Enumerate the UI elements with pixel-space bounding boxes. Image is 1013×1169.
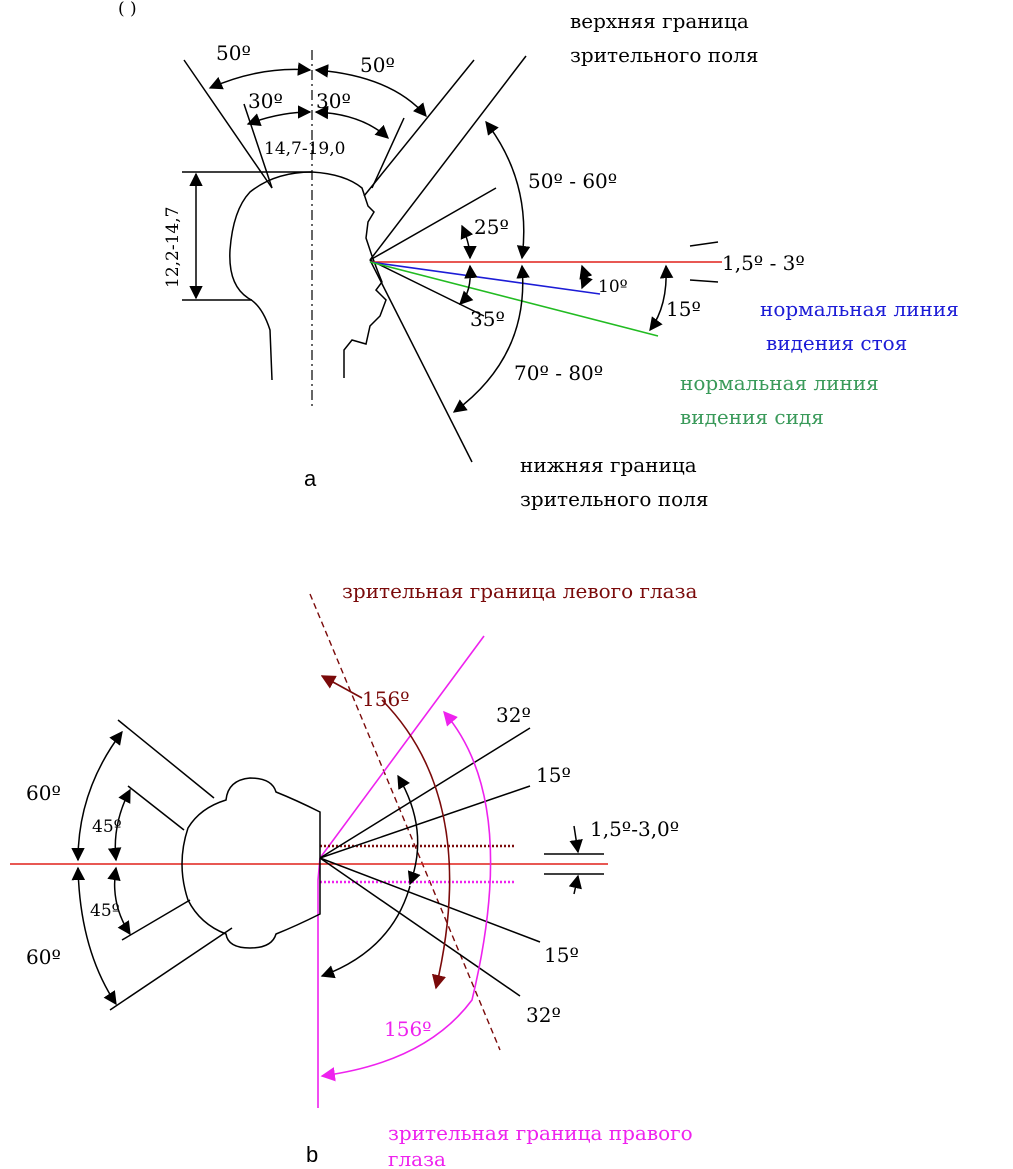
- left-eye-boundary-line: [309, 593, 501, 1051]
- arc-15: [649, 264, 674, 332]
- head-height-label: 12,2-14,7: [163, 207, 183, 288]
- sitting-line-label2: видения сидя: [680, 405, 824, 429]
- angle-10: 10º: [598, 277, 628, 297]
- arc-left-60-up: [71, 730, 123, 862]
- angle-top-15: 15º: [536, 763, 571, 787]
- angle-top-left-50: 50º: [216, 41, 251, 65]
- arc-top-left-50: [208, 62, 312, 90]
- tolerance-label-a: 1,5º - 3º: [722, 251, 805, 275]
- angle-upper-range: 50º - 60º: [528, 169, 617, 193]
- ray-32-up: [319, 727, 531, 859]
- standing-line-label2: видения стоя: [766, 331, 907, 355]
- head-side-profile: [229, 171, 387, 381]
- arc-top-left-30: [246, 105, 312, 127]
- arc-magenta-156: [320, 710, 492, 1082]
- arc-70-80: [452, 264, 530, 413]
- arc-top-right-30: [314, 105, 389, 139]
- angle-top-left-30: 30º: [248, 89, 283, 113]
- tolerance-mark-top: [689, 241, 719, 247]
- angle-left-top-60: 60º: [26, 781, 61, 805]
- left-eye-boundary-label: зрительная граница левого глаза: [342, 579, 698, 603]
- figure-a-label: a: [304, 466, 317, 491]
- standing-sight-line: [369, 261, 601, 295]
- tolerance-label-b: 1,5º-3,0º: [590, 817, 679, 841]
- arc-left-45-down: [107, 866, 131, 936]
- arc-maroon-arrow-left: [320, 675, 363, 699]
- tolerance-arrow-top: [569, 825, 583, 854]
- upper-field-boundary-line: [369, 55, 527, 261]
- head-width-label: 14,7-19,0: [264, 139, 345, 159]
- angle-left-top-45: 45º: [92, 817, 122, 837]
- sitting-sight-line: [369, 261, 659, 337]
- angle-top-32: 32º: [496, 703, 531, 727]
- top-outer-right-line: [363, 59, 475, 197]
- angle-15: 15º: [666, 297, 701, 321]
- left-line-45-down: [121, 899, 191, 941]
- right-eye-upper-boundary: [319, 635, 485, 859]
- top-inner-right-line: [371, 117, 405, 189]
- angle-25: 25º: [474, 215, 509, 239]
- angle-magenta-156: 156º: [384, 1017, 432, 1041]
- arc-left-45-up: [107, 788, 131, 862]
- tolerance-mark-bottom: [689, 279, 719, 283]
- angle-lower-range: 70º - 80º: [514, 361, 603, 385]
- right-eye-boundary-label1: зрительная граница правого: [388, 1121, 693, 1145]
- arc-50-60: [485, 120, 531, 260]
- angle-bottom-32: 32º: [526, 1003, 561, 1027]
- arc-top-right-50: [314, 64, 427, 118]
- line-25-up: [369, 187, 497, 261]
- lower-boundary-line1: нижняя граница: [520, 453, 697, 477]
- angle-bottom-15: 15º: [544, 943, 579, 967]
- line-35-down: [369, 259, 485, 317]
- upper-boundary-line2: зрительного поля: [570, 43, 758, 67]
- upper-boundary-line1: верхняя граница: [570, 9, 749, 33]
- angle-top-right-50: 50º: [360, 53, 395, 77]
- arc-10: [579, 264, 593, 290]
- arc-25: [460, 224, 477, 260]
- angle-left-bottom-45: 45º: [90, 901, 120, 921]
- right-eye-boundary-label2: глаза: [388, 1147, 446, 1169]
- angle-35: 35º: [470, 307, 505, 331]
- standing-line-label1: нормальная линия: [760, 297, 959, 321]
- figure-b-label: b: [306, 1142, 318, 1167]
- sitting-line-label1: нормальная линия: [680, 371, 879, 395]
- cropped-top-text: ( ): [118, 0, 137, 19]
- angle-maroon-156: 156º: [362, 687, 410, 711]
- head-top-view: [181, 777, 321, 949]
- arc-maroon-156: [381, 699, 451, 990]
- left-line-60-up: [117, 719, 215, 799]
- figure-a: ( ): [118, 0, 959, 511]
- lower-field-boundary-line: [369, 259, 473, 463]
- left-line-60-down: [109, 927, 233, 1011]
- arc-right-lower: [320, 885, 411, 979]
- tolerance-arrow-bottom: [568, 874, 582, 895]
- lower-boundary-line2: зрительного поля: [520, 487, 708, 511]
- left-line-45-up: [127, 785, 185, 831]
- angle-top-right-30: 30º: [316, 89, 351, 113]
- arc-left-60-down: [71, 866, 117, 1006]
- ray-15-down: [319, 857, 541, 943]
- angle-left-bottom-60: 60º: [26, 945, 61, 969]
- figure-b: зрительная граница левого глаза 156º 60º…: [10, 579, 698, 1169]
- top-outer-left-line: [183, 59, 273, 189]
